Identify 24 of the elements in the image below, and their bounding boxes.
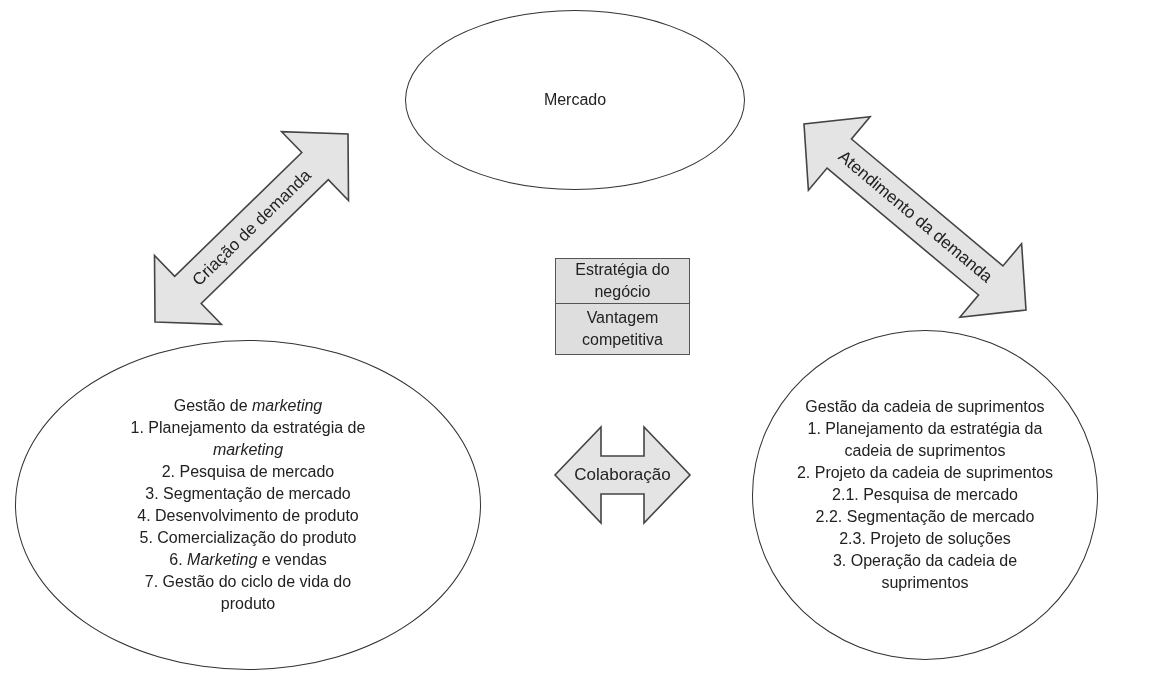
- double-block-arrow: [553, 425, 692, 525]
- list-item: 1. Planejamento da estratégia da cadeia de suprimentos: [806, 419, 1044, 461]
- double-block-arrow: [153, 130, 350, 326]
- list-item: 3. Segmentação de mercado: [145, 484, 351, 504]
- rect-node: [555, 303, 690, 355]
- list-item: 7. Gestão do ciclo de vida do produto: [143, 572, 353, 614]
- list-item: 2. Pesquisa de mercado: [161, 462, 335, 482]
- edge-label: Colaboração: [574, 465, 671, 485]
- list-item: 3. Operação da cadeia de suprimentos: [831, 551, 1019, 593]
- list-item: 6. Marketing e vendas: [169, 550, 327, 570]
- list-item: 1. Planejamento da estratégia de marketing: [129, 418, 367, 460]
- node-text: Mercado: [543, 90, 607, 110]
- list-item: 5. Comercialização do produto: [139, 528, 357, 548]
- list-item: 2.1. Pesquisa de mercado: [832, 485, 1018, 505]
- node-text: Estratégia do negócio: [574, 260, 671, 302]
- node-text: Vantagem competitiva: [581, 308, 664, 350]
- list-item: 2.2. Segmentação de mercado: [815, 507, 1035, 527]
- rect-node: [555, 258, 690, 304]
- list-item: 2.3. Projeto de soluções: [839, 529, 1011, 549]
- list-item: 2. Projeto da cadeia de suprimentos: [796, 463, 1054, 483]
- double-block-arrow: [803, 115, 1027, 319]
- node-heading: Gestão de marketing: [173, 396, 323, 416]
- node-heading: Gestão da cadeia de suprimentos: [805, 397, 1045, 417]
- list-item: 4. Desenvolvimento de produto: [137, 506, 359, 526]
